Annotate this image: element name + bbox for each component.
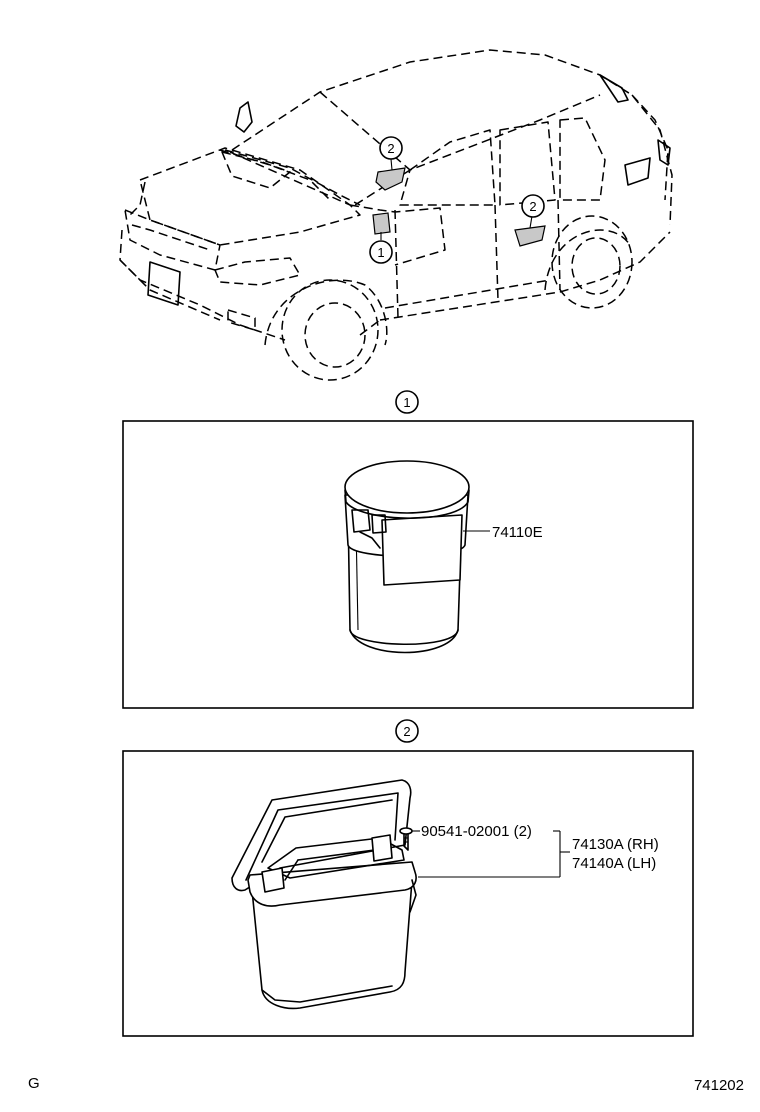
locator-part-1	[372, 212, 391, 235]
footer-left-code: G	[28, 1075, 40, 1092]
vehicle-callout-1: 1	[377, 245, 384, 260]
section-2-frame	[122, 750, 694, 1037]
vehicle-illustration	[119, 49, 673, 381]
locator-part-2-rear	[514, 225, 546, 247]
locator-part-2-front	[375, 167, 406, 191]
part-number-screw: 90541-02001 (2)	[421, 823, 532, 840]
cup-holder-drawing	[344, 460, 470, 654]
part-number-box-lh: 74140A (LH)	[572, 855, 656, 872]
part-number-cup-holder: 74110E	[492, 524, 543, 541]
part-number-box-rh: 74130A (RH)	[572, 836, 659, 853]
vehicle-callouts: 2 2 1	[369, 136, 545, 264]
vehicle-callout-2-rear: 2	[529, 199, 536, 214]
screw-drawing	[399, 827, 413, 851]
section-1-frame	[122, 420, 694, 709]
vehicle-callout-2-front: 2	[387, 141, 394, 156]
storage-box-drawing	[231, 779, 417, 1010]
cup-holder-callout: 74110E	[463, 524, 543, 541]
storage-box-callouts: 90541-02001 (2) 74130A (RH) 74140A (LH)	[412, 823, 659, 878]
section-1-number: 1	[403, 395, 410, 410]
diagram-number: 741202	[694, 1077, 744, 1094]
section-1-callout: 1	[395, 390, 419, 414]
section-2-callout: 2	[395, 719, 419, 743]
section-2-number: 2	[403, 724, 410, 739]
